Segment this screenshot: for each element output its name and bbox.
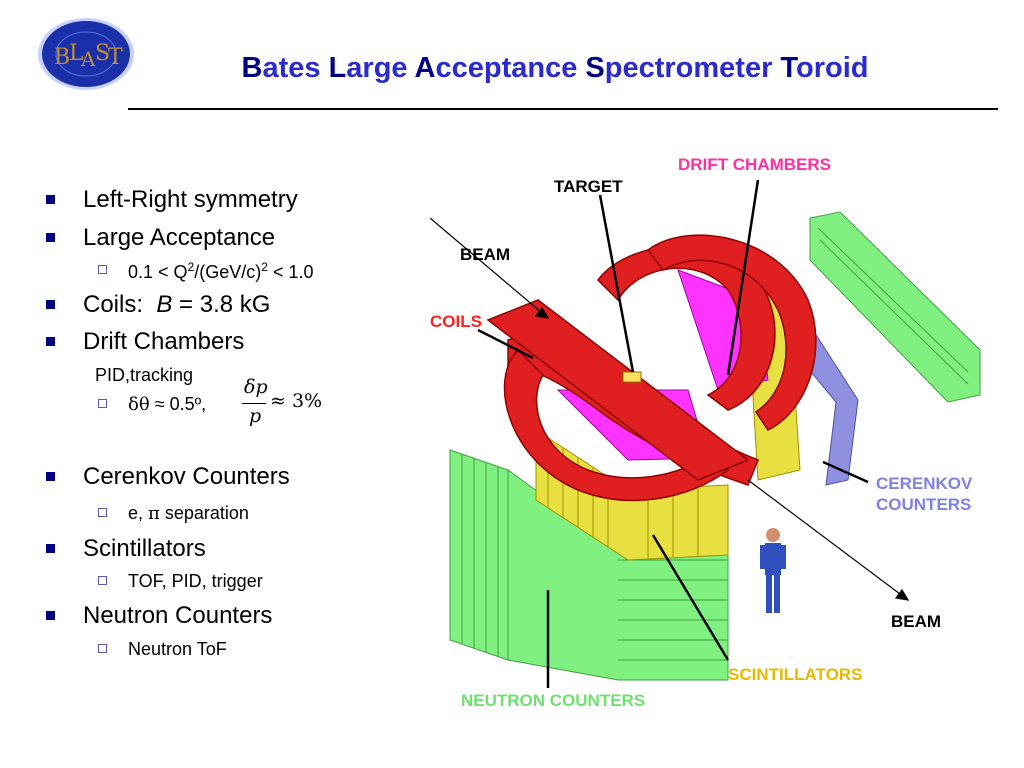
fraction-tail: ≈ 3% bbox=[270, 390, 323, 412]
logo-letter-t: T bbox=[108, 45, 123, 70]
label-cerenkov-line1: CERENKOV bbox=[876, 474, 973, 493]
neutron-counters-left bbox=[449, 449, 509, 661]
title-cap-5: T bbox=[780, 52, 796, 84]
label-drift-chambers: DRIFT CHAMBERS bbox=[678, 155, 831, 174]
blast-logo: B L A S T bbox=[38, 18, 134, 90]
label-coils: COILS bbox=[430, 312, 482, 331]
square-bullet-icon bbox=[46, 472, 55, 481]
person-figure bbox=[760, 528, 786, 613]
coil-plate bbox=[486, 299, 750, 481]
label-beam-out: BEAM bbox=[891, 612, 941, 631]
square-bullet-icon bbox=[46, 337, 55, 346]
title-rest-1: ates bbox=[262, 52, 329, 84]
sub-bullet-text: δθ ≈ 0.5º, bbox=[128, 394, 207, 415]
title-cap-2: L bbox=[328, 52, 347, 84]
blast-detector-diagram: DRIFT CHAMBERS TARGET BEAM COILS CERENKO… bbox=[428, 140, 1024, 720]
title-rest-3: cceptance bbox=[435, 52, 586, 84]
label-pointers bbox=[477, 179, 869, 688]
coil-group bbox=[486, 234, 817, 502]
logo-inner-ring bbox=[55, 31, 117, 77]
square-bullet-icon bbox=[46, 195, 55, 204]
logo-letter-a: A bbox=[80, 47, 96, 71]
title-cap-1: B bbox=[241, 52, 263, 84]
square-bullet-icon bbox=[46, 233, 55, 242]
bullet-text: Cerenkov Counters bbox=[83, 463, 290, 490]
logo-disc bbox=[42, 21, 130, 87]
logo-letter-s: S bbox=[95, 41, 110, 66]
title-cap-3: A bbox=[414, 52, 436, 84]
square-bullet-icon bbox=[46, 544, 55, 553]
panel-right-lines bbox=[817, 227, 969, 385]
square-bullet-icon bbox=[46, 300, 55, 309]
label-scintillators: SCINTILLATORS bbox=[728, 665, 862, 684]
bullet-text: Scintillators bbox=[83, 535, 206, 562]
title-cap-4: S bbox=[585, 52, 605, 84]
sub-bullet-text: e, π separation bbox=[128, 503, 249, 524]
square-bullet-icon bbox=[46, 611, 55, 620]
hollow-square-bullet-icon bbox=[98, 399, 107, 408]
bullet-text: Large Acceptance bbox=[83, 224, 276, 251]
label-neutron-counters: NEUTRON COUNTERS bbox=[461, 691, 645, 710]
neutron-left-lines bbox=[461, 454, 499, 656]
text-pid-tracking: PID,tracking bbox=[95, 365, 194, 385]
fraction-bar bbox=[242, 403, 266, 404]
page-title: Bates Large Acceptance Spectrometer Toro… bbox=[0, 52, 1024, 85]
label-target: TARGET bbox=[554, 177, 623, 196]
target-cell bbox=[622, 371, 642, 383]
logo-letter-b: B bbox=[54, 45, 70, 70]
hollow-square-bullet-icon bbox=[98, 576, 107, 585]
label-beam-in: BEAM bbox=[460, 245, 510, 264]
hollow-square-bullet-icon bbox=[98, 265, 107, 274]
beam-arrows bbox=[429, 217, 910, 601]
momentum-resolution-formula: δp p ≈ 3% bbox=[240, 376, 330, 432]
title-divider bbox=[128, 108, 998, 110]
title-rest-2: arge bbox=[346, 52, 415, 84]
logo-letter-l: L bbox=[69, 41, 84, 66]
fraction-numerator: δp bbox=[244, 376, 268, 398]
sub-bullet-text: 0.1 < Q2/(GeV/c)2 < 1.0 bbox=[128, 260, 314, 282]
hollow-square-bullet-icon bbox=[98, 508, 107, 517]
hollow-square-bullet-icon bbox=[98, 644, 107, 653]
label-cerenkov-line2: COUNTERS bbox=[876, 495, 971, 514]
title-rest-5: oroid bbox=[795, 52, 869, 84]
bullet-text: Neutron Counters bbox=[83, 602, 273, 629]
bullet-text: Left-Right symmetry bbox=[83, 186, 298, 213]
fraction-denominator: p bbox=[249, 405, 262, 427]
coil-lower bbox=[503, 348, 730, 502]
bullet-text: Coils: B = 3.8 kG bbox=[83, 291, 271, 318]
bullet-text: Drift Chambers bbox=[83, 328, 245, 355]
sub-bullet-text: Neutron ToF bbox=[128, 639, 227, 659]
sub-bullet-text: TOF, PID, trigger bbox=[128, 571, 263, 591]
title-rest-4: pectrometer bbox=[604, 52, 781, 84]
